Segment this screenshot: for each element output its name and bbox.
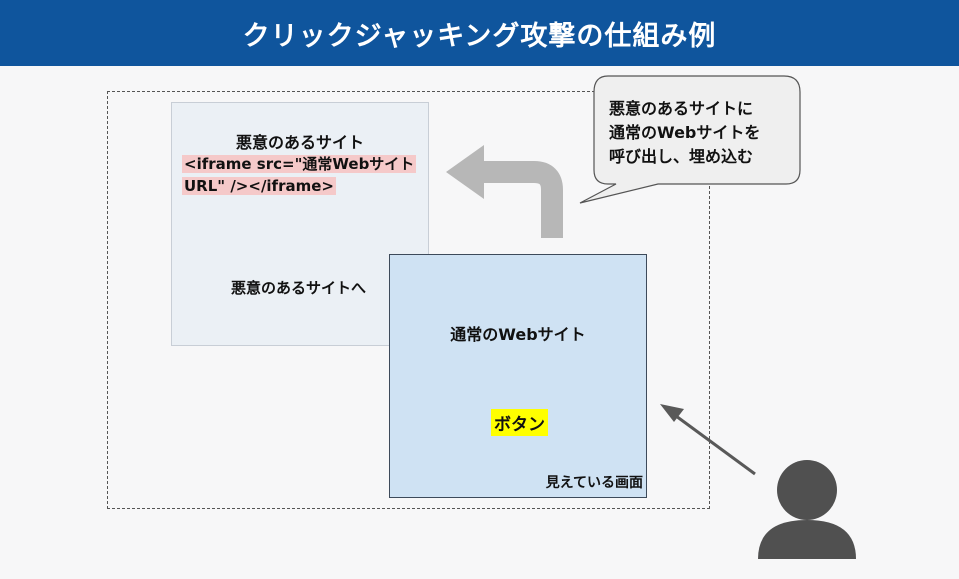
visible-screen-label: 見えている画面 [545,475,643,491]
page-title: クリックジャッキング攻撃の仕組み例 [242,20,717,52]
iframe-code: <iframe src="通常Webサイト URL" /></iframe> [182,153,417,197]
malicious-site-title: 悪意のあるサイト [235,133,364,152]
iframe-code-line-1: <iframe src="通常Webサイト [182,155,417,173]
callout-bubble [579,75,801,204]
bent-arrow-icon [446,145,563,238]
callout-shape [579,75,801,204]
callout-text: 悪意のあるサイトに 通常のWebサイトを 呼び出し、埋め込む [609,97,760,169]
page-header: クリックジャッキング攻撃の仕組み例 [0,0,959,66]
diagonal-arrow-icon [660,404,756,476]
user-icon [758,460,856,559]
target-button[interactable]: ボタン [491,409,548,436]
normal-site-box: 通常のWebサイト ボタン 見えている画面 [389,254,647,498]
callout-line-2: 通常のWebサイトを [609,123,761,142]
malicious-site-link[interactable]: 悪意のあるサイトへ [231,279,367,297]
normal-site-title: 通常のWebサイト [450,325,586,344]
overlay-region [107,91,710,509]
malicious-site-box: 悪意のあるサイト <iframe src="通常Webサイト URL" /></… [171,102,429,346]
callout-line-1: 悪意のあるサイトに [609,99,754,118]
callout-line-3: 呼び出し、埋め込む [609,147,754,166]
iframe-code-line-2: URL" /></iframe> [182,177,336,195]
